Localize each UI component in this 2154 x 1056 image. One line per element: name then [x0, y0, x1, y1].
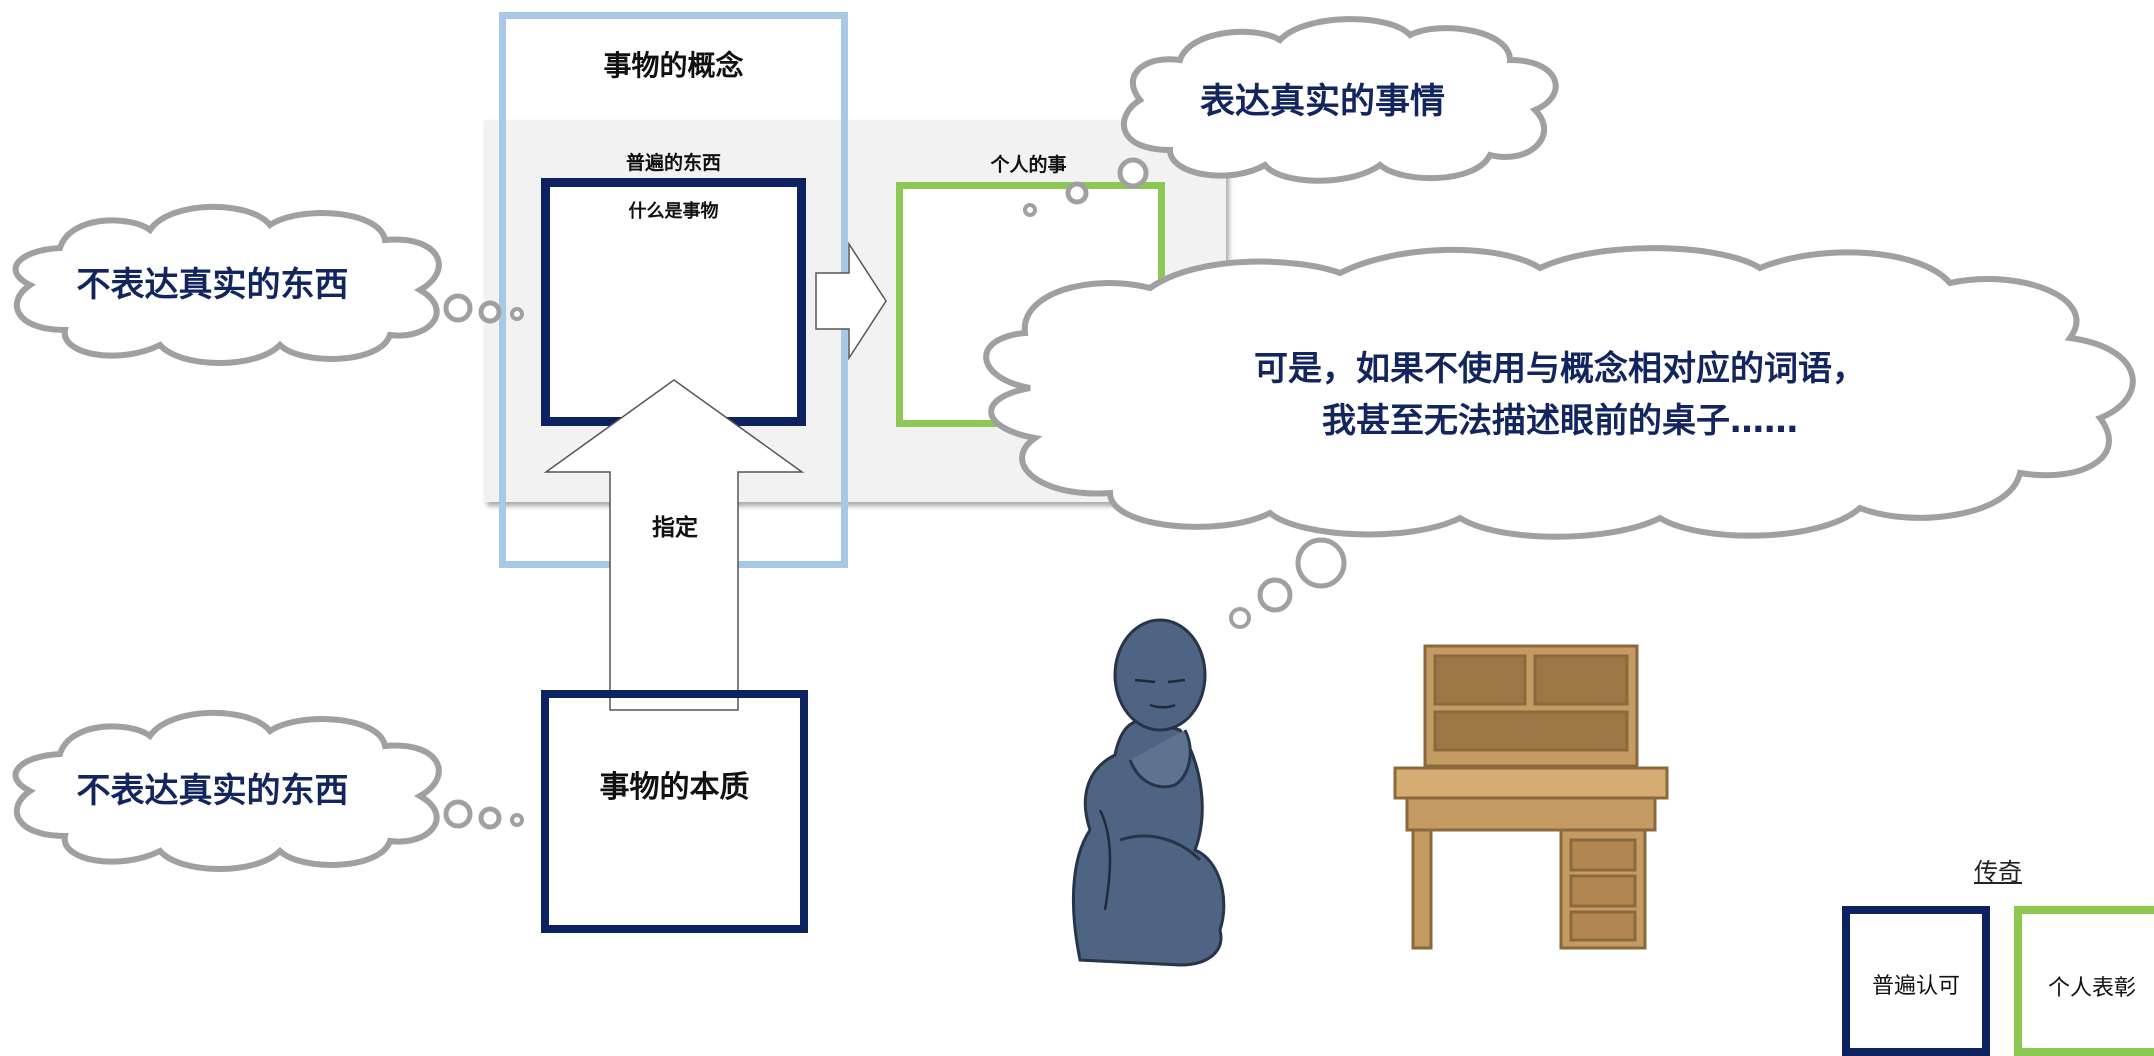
universal-label: 普遍的东西 [625, 152, 721, 174]
legend-individual-box: 个人表彰 [2014, 906, 2154, 1056]
thinker-statue-image [1071, 618, 1226, 967]
cloud-left-top [12, 203, 524, 366]
legend-title: 传奇 [1974, 859, 2022, 886]
legend-individual-label: 个人表彰 [2047, 976, 2136, 1001]
desk-image [1393, 644, 1669, 950]
specify-label: 指定 [652, 515, 698, 541]
cloud-left-bottom [12, 709, 524, 872]
legend-universal-label: 普遍认可 [1871, 974, 1960, 999]
universal-inner-label: 什么是事物 [628, 201, 719, 222]
right-arrow [815, 241, 887, 361]
essence-label: 事物的本质 [599, 770, 750, 805]
cloud-big-line-1: 可是，如果不使用与概念相对应的词语， [1254, 349, 1866, 389]
cloud-big-line-2: 我甚至无法描述眼前的桌子…… [1322, 401, 1798, 441]
cloud-left-top-text: 不表达真实的东西 [76, 265, 349, 305]
specify-arrow [543, 379, 805, 711]
cloud-top-right-text: 表达真实的事情 [1199, 82, 1445, 122]
legend-universal-box: 普遍认可 [1842, 906, 1990, 1056]
cloud-left-bottom-text: 不表达真实的东西 [76, 771, 349, 811]
essence-box [541, 690, 808, 933]
cloud-big-text: 可是，如果不使用与概念相对应的词语， 我甚至无法描述眼前的桌子…… [1060, 343, 2060, 447]
concept-title: 事物的概念 [603, 49, 744, 82]
thought-bubbles [1229, 537, 1347, 629]
cloud-top-right [1023, 16, 1559, 217]
individual-label: 个人的事 [990, 154, 1067, 176]
cloud-big [983, 245, 2136, 540]
